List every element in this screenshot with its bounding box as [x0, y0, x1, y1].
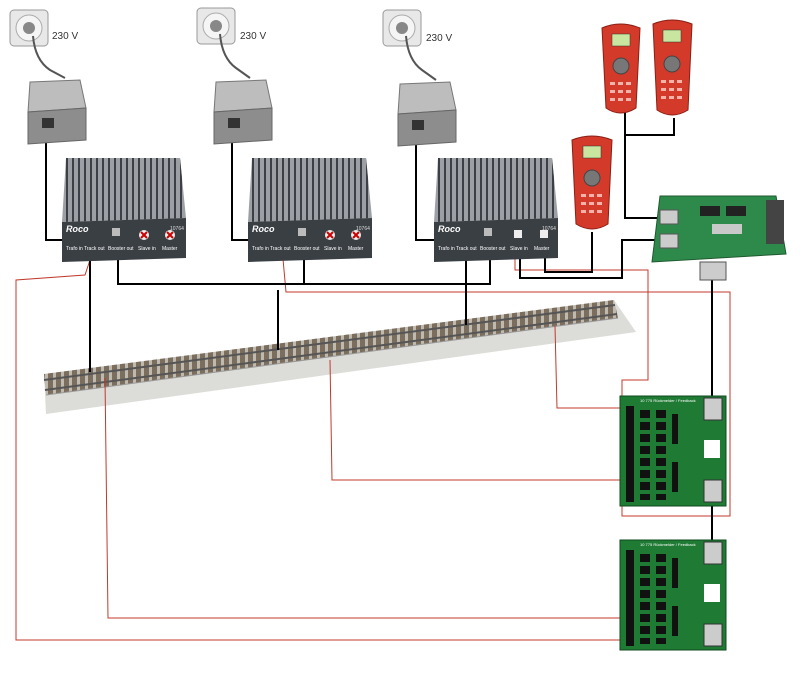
port-track-out: Track out [270, 246, 291, 252]
booster-brand: Roco [252, 224, 275, 234]
booster-model: 10764 [542, 226, 556, 232]
feedback-decoder-2: 10 775 Rückmelder / Feedback [619, 539, 727, 651]
transformer-2 [213, 79, 273, 145]
booster-brand: Roco [66, 224, 89, 234]
outlet-voltage-label: 230 V [52, 31, 78, 42]
port-track-out: Track out [456, 246, 477, 252]
master-blocked-icon [165, 230, 175, 240]
transformer-1 [27, 79, 87, 145]
booster-2: Roco 10764 Trafo in Track out Booster ou… [248, 158, 372, 262]
handheld-throttle-2 [652, 19, 693, 116]
wall-outlet-1: 230 V [9, 9, 78, 79]
feedback-wires [15, 247, 731, 641]
wall-outlet-2: 230 V [196, 7, 266, 79]
decoder-header: 10 775 Rückmelder / Feedback [640, 542, 696, 547]
port-slave-in: Slave in [510, 246, 528, 252]
slave-blocked-icon [139, 230, 149, 240]
port-master: Master [162, 246, 178, 252]
port-master: Master [348, 246, 364, 252]
port-track-out: Track out [84, 246, 105, 252]
port-master: Master [534, 246, 550, 252]
booster-3: Roco 10764 Trafo in Track out Booster ou… [434, 158, 558, 262]
port-booster-out: Booster out [294, 246, 320, 252]
slave-blocked-icon [325, 230, 335, 240]
booster-brand: Roco [438, 224, 461, 234]
booster-model: 10764 [356, 226, 370, 232]
model-railway-track [43, 300, 636, 414]
outlet-voltage-label: 230 V [426, 33, 452, 44]
interface-control-board [651, 195, 787, 281]
transformer-3 [397, 81, 457, 147]
port-booster-out: Booster out [108, 246, 134, 252]
decoder-header: 10 775 Rückmelder / Feedback [640, 398, 696, 403]
booster-1: Roco 10764 Trafo in Track out Booster ou… [62, 158, 186, 262]
port-trafo-in: Trafo in [438, 246, 455, 252]
outlet-voltage-label: 230 V [240, 31, 266, 42]
master-blocked-icon [351, 230, 361, 240]
port-slave-in: Slave in [138, 246, 156, 252]
port-slave-in: Slave in [324, 246, 342, 252]
port-trafo-in: Trafo in [252, 246, 269, 252]
port-trafo-in: Trafo in [66, 246, 83, 252]
port-booster-out: Booster out [480, 246, 506, 252]
handheld-throttle-3 [571, 135, 613, 230]
wall-outlet-3: 230 V [382, 9, 452, 81]
power-wires [45, 112, 713, 542]
booster-model: 10764 [170, 226, 184, 232]
handheld-throttle-1 [601, 23, 641, 114]
feedback-decoder-1: 10 775 Rückmelder / Feedback [619, 395, 727, 507]
